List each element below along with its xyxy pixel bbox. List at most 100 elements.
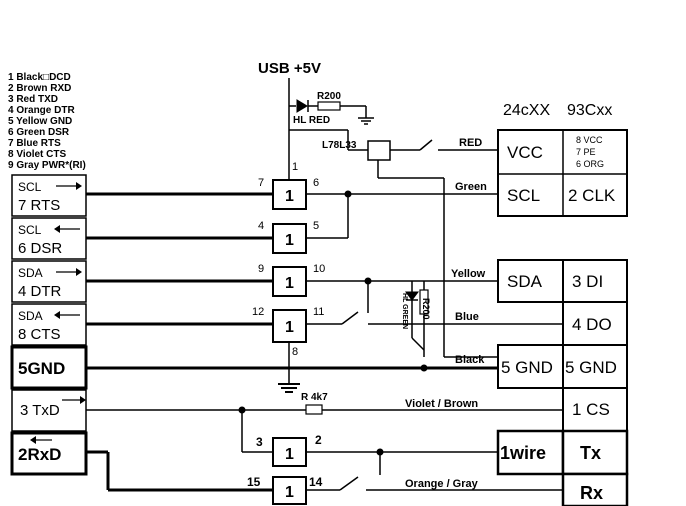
led-hl-green <box>405 291 419 301</box>
hl-green-label: HL GREEN <box>401 293 408 329</box>
pin-scl: SCL <box>507 186 540 205</box>
resistor-r4k7 <box>305 404 323 415</box>
legend-item: 8 Violet CTS <box>8 149 66 160</box>
gate-label: 1 <box>285 275 294 292</box>
pin-number: 6 <box>313 177 319 189</box>
pin-gnd-24: 5 GND <box>501 358 553 377</box>
pin-label: 5GND <box>18 359 65 378</box>
gate-label: 1 <box>285 188 294 205</box>
eeprom-pinout: 24cXX 93Cxx VCC 8 VCC 7 PE 6 ORG SCL 2 C… <box>496 102 629 506</box>
wiring <box>86 78 565 492</box>
chip-header-24cxx: 24cXX <box>503 102 550 119</box>
regulator-label: L78L33 <box>322 140 357 151</box>
db9-connector: SCL 7 RTS SCL 6 DSR SDA 4 DTR SDA 8 CTS … <box>10 174 88 476</box>
pin-sda: SDA <box>507 272 543 291</box>
gate-label: 1 <box>285 484 294 501</box>
connector-box-dsr <box>11 217 87 260</box>
connector-box-txd <box>11 389 87 432</box>
buffer-gate: 1 <box>272 179 307 210</box>
junction-dots <box>238 190 428 456</box>
chip-block-cs <box>562 387 628 432</box>
legend-item: 9 Gray PWR*(RI) <box>8 160 86 171</box>
legend-item: 2 Brown RXD <box>8 83 71 94</box>
pin-label: 2RxD <box>18 445 61 464</box>
pin-org-93: 6 ORG <box>576 159 604 169</box>
gate-label: 1 <box>285 319 294 336</box>
pin-tx: Tx <box>580 443 601 463</box>
pin-vcc: VCC <box>507 143 543 162</box>
pin-number: 12 <box>252 306 264 318</box>
connector-box-dtr <box>11 260 87 303</box>
hl-red-label: HL RED <box>293 115 330 126</box>
pin-cs: 1 CS <box>572 400 610 419</box>
pin-label: 7 RTS <box>18 197 60 214</box>
pin-number: 11 <box>313 306 324 318</box>
pin-number: 8 <box>292 346 298 358</box>
legend-item: 4 Orange DTR <box>8 105 75 116</box>
pin-sub-label: SDA <box>18 309 43 323</box>
pin-di: 3 DI <box>572 272 603 291</box>
pin-sub-label: SCL <box>18 223 42 237</box>
pin-sub-label: SDA <box>18 266 43 280</box>
pin-number: 5 <box>313 220 319 232</box>
pin-number: 3 <box>256 435 263 449</box>
pin-number: 1 <box>292 161 298 173</box>
pin-number: 7 <box>258 177 264 189</box>
wire-labels: RED Green Yellow Blue Black Violet / Bro… <box>405 137 487 490</box>
wire-label-red: RED <box>459 137 482 149</box>
buffer-gate: 1 <box>272 223 307 254</box>
gate-label: 1 <box>285 232 294 249</box>
chip-block-do <box>562 301 628 346</box>
pin-number: 4 <box>258 220 264 232</box>
regulator-l78l33 <box>367 140 391 161</box>
wire-label-orange-gray: Orange / Gray <box>405 478 479 490</box>
pin-sub-label: SCL <box>18 180 42 194</box>
pin-number: 10 <box>313 263 325 275</box>
pin-onewire: 1wire <box>500 443 546 463</box>
buffer-gate: 1 <box>272 266 307 297</box>
pin-number: 2 <box>315 433 322 447</box>
buffer-gate: 1 <box>272 476 307 505</box>
pin-number: 14 <box>309 475 323 489</box>
legend-item: 3 Red TXD <box>8 94 58 105</box>
pin-pe-93: 7 PE <box>576 147 596 157</box>
led-hl-red <box>296 99 318 113</box>
legend-item: 5 Yellow GND <box>8 116 72 127</box>
wire-label-yellow: Yellow <box>451 268 486 280</box>
buffer-gate: 1 <box>272 437 307 467</box>
pin-label: 6 DSR <box>18 240 62 257</box>
pin-do: 4 DO <box>572 315 612 334</box>
pin-label: 8 CTS <box>18 326 61 343</box>
chip-block-rx <box>561 472 629 506</box>
chip-block-sda <box>497 259 564 303</box>
wire-label-black: Black <box>455 354 485 366</box>
pin-color-legend: 1 Black□DCD 2 Brown RXD 3 Red TXD 4 Oran… <box>8 72 86 171</box>
resistor-r200 <box>317 101 341 111</box>
pin-label: 3 TxD <box>20 402 60 419</box>
gate-label: 1 <box>285 446 294 463</box>
chip-block-tx <box>561 429 629 476</box>
r4k7-label: R 4k7 <box>301 392 328 403</box>
resistor-r200-vertical <box>419 289 429 315</box>
buffer-gate: 1 <box>272 309 307 343</box>
wire-label-violet-brown: Violet / Brown <box>405 398 478 410</box>
pin-clk: 2 CLK <box>568 186 616 205</box>
chip-header-93cxx: 93Cxx <box>567 102 612 119</box>
pin-vcc-93: 8 VCC <box>576 135 603 145</box>
pin-number: 15 <box>247 475 261 489</box>
legend-item: 6 Green DSR <box>8 127 70 138</box>
connector-box-cts <box>11 303 87 346</box>
legend-item: 1 Black□DCD <box>8 72 71 83</box>
usb-5v-label: USB +5V <box>258 60 321 77</box>
legend-item: 7 Blue RTS <box>8 138 61 149</box>
r200-label: R200 <box>317 91 341 102</box>
pin-gnd-93: 5 GND <box>565 358 617 377</box>
connector-box-rts <box>11 174 87 217</box>
pin-number: 9 <box>258 263 264 275</box>
gate-pin-numbers: 7 6 4 5 9 10 12 11 3 2 15 14 1 8 <box>247 161 325 489</box>
pin-rx: Rx <box>580 483 603 503</box>
chip-block-di <box>562 259 628 303</box>
wire-label-green: Green <box>455 181 487 193</box>
